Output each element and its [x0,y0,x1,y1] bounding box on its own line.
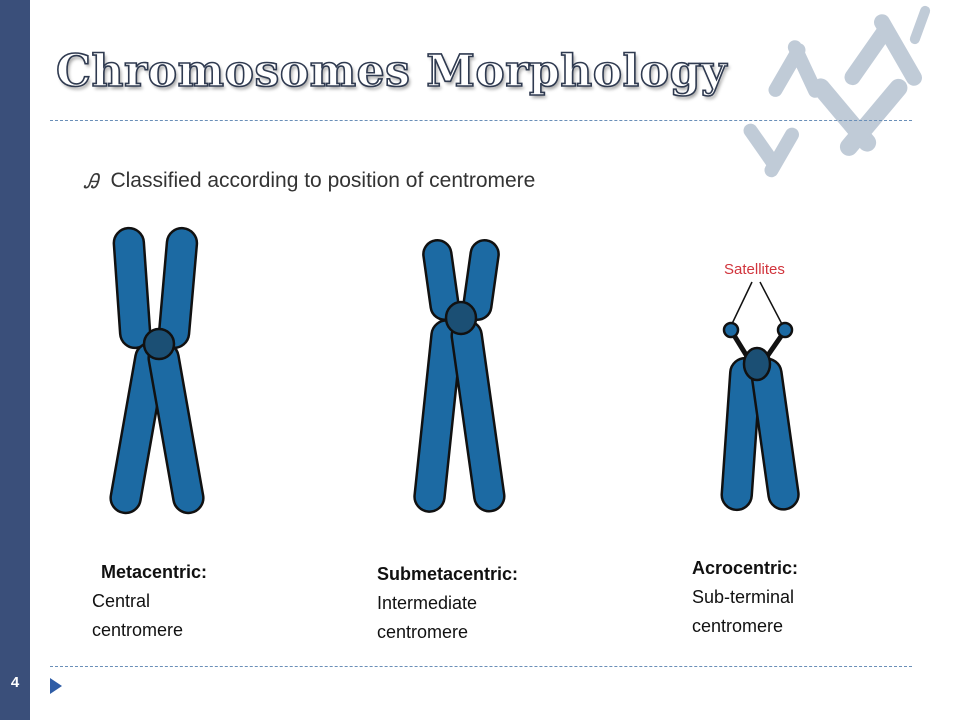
metacentric-label: Metacentric: Central centromere [92,558,232,645]
submetacentric-description: Intermediate centromere [377,593,478,642]
next-slide-arrow-icon [50,678,62,694]
acrocentric-chromosome-illustration: Satellites [720,261,800,512]
slide-title: Chromosomes Morphology [55,45,727,98]
footer-divider [50,666,912,667]
metacentric-description: Central centromere [92,591,184,640]
submetacentric-label: Submetacentric: Intermediate centromere [377,560,518,647]
bullet-icon: Ꭿ [84,169,99,193]
acrocentric-label: Acrocentric: Sub-terminal centromere [692,554,832,641]
metacentric-type: Metacentric: [101,562,208,582]
left-sidebar-bar [0,0,30,720]
bullet-item: Ꭿ Classified according to position of ce… [84,166,535,196]
slide-number: 4 [10,674,20,691]
metacentric-chromosome-illustration [109,226,205,515]
decorative-chromosomes-image [743,5,931,178]
acrocentric-type: Acrocentric: [692,558,799,578]
title-divider [50,120,912,121]
bullet-text: Classified according to position of cent… [110,169,536,192]
submetacentric-type: Submetacentric: [377,564,519,584]
acrocentric-description: Sub-terminal centromere [692,587,795,636]
submetacentric-chromosome-illustration [413,239,506,513]
satellites-label: Satellites [724,261,785,278]
